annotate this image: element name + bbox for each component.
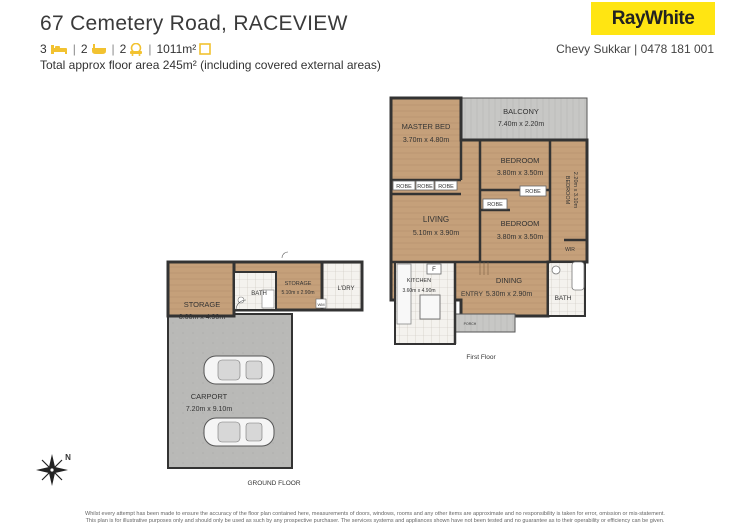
wir-label: WIR xyxy=(565,247,575,253)
room-name: MASTER BED xyxy=(402,122,451,131)
stat-divider: | xyxy=(111,42,115,56)
door-swing xyxy=(235,299,247,311)
room-dims: 7.40m x 2.20m xyxy=(498,121,544,128)
fridge-box xyxy=(426,263,442,275)
kitchen-bench xyxy=(396,263,412,325)
robe-label: ROBE xyxy=(396,184,412,190)
ground-basin xyxy=(237,296,245,304)
room-dims: 7.20m x 9.10m xyxy=(186,406,232,413)
bath-icon xyxy=(91,44,106,54)
disclaimer: Whilst every attempt has been made to en… xyxy=(0,511,750,525)
room-name: BALCONY xyxy=(503,107,539,116)
robe-label: ROBE xyxy=(525,189,541,195)
bed-icon xyxy=(50,45,67,54)
floor-plan: MASTER BED 3.70m x 4.80m BALCONY 7.40m x… xyxy=(36,96,589,487)
bath-tub xyxy=(571,261,585,291)
room-dims: 3.70m x 4.80m xyxy=(403,137,449,144)
car-top xyxy=(203,355,275,385)
porch-label: PORCH xyxy=(464,322,477,326)
laundry-area xyxy=(320,260,364,312)
car-bottom xyxy=(203,417,275,447)
stairs xyxy=(479,262,489,275)
robe-box xyxy=(434,180,458,191)
laundry-label: L'DRY xyxy=(337,286,354,292)
room-dims: 3.80m x 3.50m xyxy=(497,234,543,241)
property-stats: 3 | 2 | 2 | 1011m² xyxy=(40,42,212,56)
room-dims: 5.10m x 3.90m xyxy=(413,230,459,237)
room-name: DINING xyxy=(496,276,522,285)
bath-basin xyxy=(551,265,561,275)
robe-box xyxy=(519,185,547,197)
robe-box xyxy=(392,180,416,191)
car-icon xyxy=(130,42,143,56)
room-dims: 3.60m x 4.90m xyxy=(402,288,435,294)
ray-white-logo: RayWhite xyxy=(591,2,715,35)
robe-label: ROBE xyxy=(417,184,433,190)
ground-floor: STORAGE 3.60m x 4.90m STORAGE 5.10m x 2.… xyxy=(166,251,364,487)
stat-divider: | xyxy=(72,42,76,56)
compass-icon xyxy=(36,454,68,486)
stat-divider: | xyxy=(148,42,152,56)
robe-box xyxy=(415,180,435,191)
agent-contact: Chevy Sukkar | 0478 181 001 xyxy=(556,42,714,56)
floor-area-note: Total approx floor area 245m² (including… xyxy=(40,58,381,72)
disclaimer-line: Whilst every attempt has been made to en… xyxy=(85,511,665,517)
room-name: CARPORT xyxy=(191,392,228,401)
ground-floor-label: GROUND FLOOR xyxy=(247,480,300,487)
robe-label: ROBE xyxy=(438,184,454,190)
first-floor-label: First Floor xyxy=(466,354,496,361)
door-swing xyxy=(281,251,289,259)
room-name: LIVING xyxy=(423,215,449,224)
robe-label: ROBE xyxy=(487,202,503,208)
balcony-area xyxy=(460,97,588,141)
room-name: STORAGE xyxy=(285,281,312,287)
car-count: 2 xyxy=(119,42,127,56)
robe-box xyxy=(482,198,508,210)
compass-north-label: N xyxy=(65,453,71,462)
room-name: STORAGE xyxy=(184,300,221,309)
room-name: KITCHEN xyxy=(407,278,431,284)
first-floor: MASTER BED 3.70m x 4.80m BALCONY 7.40m x… xyxy=(389,96,589,361)
room-dims: 5.30m x 2.90m xyxy=(486,291,532,298)
room-dims-vertical: 2.20m x 3.10m xyxy=(572,172,578,209)
brand-name: RayWhite xyxy=(611,7,695,29)
bath-label: BATH xyxy=(251,291,267,297)
bath-label: BATH xyxy=(555,295,572,302)
ground-shower xyxy=(261,289,275,309)
property-title: 67 Cemetery Road, RACEVIEW xyxy=(40,12,348,35)
bed-count: 3 xyxy=(40,42,47,56)
room-dims: 3.80m x 3.50m xyxy=(497,170,543,177)
bath-count: 2 xyxy=(80,42,88,56)
wm-label: WM xyxy=(317,302,324,307)
entry-label: ENTRY xyxy=(461,291,484,298)
room-dims: 3.60m x 4.90m xyxy=(179,314,225,321)
fridge-label: F xyxy=(432,267,436,273)
land-size: 1011m² xyxy=(156,42,197,56)
room-dims: 5.10m x 2.90m xyxy=(281,290,314,296)
wm-box xyxy=(315,298,327,309)
kitchen-island xyxy=(419,294,441,320)
room-name: BEDROOM xyxy=(501,219,540,228)
room-name-vertical: BEDROOM xyxy=(564,176,570,205)
room-name: BEDROOM xyxy=(501,156,540,165)
land-icon xyxy=(199,43,212,55)
disclaimer-line: This plan is for illustrative purposes o… xyxy=(85,518,665,524)
